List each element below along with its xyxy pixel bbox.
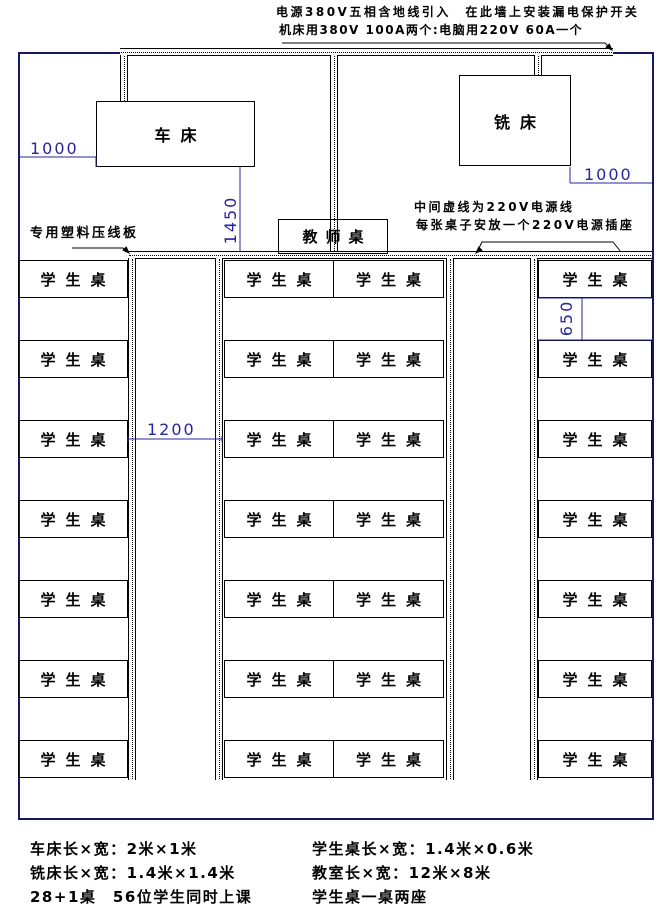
lathe-label: 车床	[154, 126, 207, 145]
teacher-desk-power-drop-duct	[330, 55, 338, 252]
student-desk: 学生桌	[334, 500, 444, 538]
desk-gap	[334, 698, 444, 740]
power-line-note-line2: 每张桌子安放一个220V电源插座	[416, 218, 635, 232]
student-desk: 学生桌	[538, 660, 652, 698]
student-desk: 学生桌	[224, 740, 334, 778]
desk-gap	[224, 378, 334, 420]
desk-gap	[18, 698, 128, 740]
mill-label: 铣床	[493, 112, 546, 132]
teacher-desk-label: 教师桌	[302, 228, 372, 246]
legend-mill-size: 铣床长×宽：1.4米×1.4米	[30, 864, 236, 882]
desk-column-mid-right: 学生桌学生桌学生桌学生桌学生桌学生桌学生桌	[334, 260, 444, 778]
student-desk: 学生桌	[18, 500, 128, 538]
student-desk: 学生桌	[334, 740, 444, 778]
desk-gap	[18, 378, 128, 420]
desk-gap	[18, 538, 128, 580]
desk-gap	[538, 458, 652, 500]
dim-label-1450: 1450	[220, 195, 240, 245]
mill-power-drop-duct	[534, 55, 542, 76]
student-desk: 学生桌	[18, 660, 128, 698]
student-desk: 学生桌	[224, 340, 334, 378]
student-desk: 学生桌	[538, 740, 652, 778]
student-desk: 学生桌	[224, 420, 334, 458]
power-supply-note-line2: 机床用380V 100A两个:电脑用220V 60A一个	[279, 23, 584, 37]
student-desk: 学生桌	[538, 500, 652, 538]
legend-student-desk-size: 学生桌长×宽：1.4米×0.6米	[312, 840, 535, 858]
dim-label-right-1000: 1000	[584, 165, 633, 184]
legend-seats-per-desk: 学生桌一桌两座	[312, 888, 428, 906]
desk-gap	[538, 538, 652, 580]
desk-column-right: 学生桌学生桌学生桌学生桌学生桌学生桌学生桌	[538, 260, 652, 778]
student-desk: 学生桌	[538, 580, 652, 618]
power-line-note-line1: 中间虚线为220V电源线	[414, 200, 575, 214]
middle-power-duct	[128, 251, 652, 259]
student-desk: 学生桌	[334, 260, 444, 298]
student-desk: 学生桌	[18, 740, 128, 778]
desk-gap	[538, 618, 652, 660]
student-desk: 学生桌	[18, 420, 128, 458]
desk-gap	[18, 298, 128, 340]
legend-room-size: 教室长×宽：12米×8米	[312, 864, 492, 882]
dim-label-650: 650	[556, 299, 576, 337]
student-desk: 学生桌	[334, 660, 444, 698]
right-column-power-duct	[530, 258, 538, 780]
student-desk: 学生桌	[18, 340, 128, 378]
mid-right-power-duct	[446, 258, 454, 780]
desk-gap	[224, 458, 334, 500]
student-desk: 学生桌	[224, 580, 334, 618]
student-desk: 学生桌	[334, 580, 444, 618]
dim-label-1200: 1200	[147, 420, 196, 439]
desk-gap	[224, 538, 334, 580]
student-desk: 学生桌	[18, 260, 128, 298]
student-desk: 学生桌	[538, 340, 652, 378]
left-column-power-duct	[128, 258, 136, 780]
desk-column-mid-left: 学生桌学生桌学生桌学生桌学生桌学生桌学生桌	[224, 260, 334, 778]
desk-gap	[538, 698, 652, 740]
desk-gap	[538, 298, 652, 340]
student-desk: 学生桌	[224, 260, 334, 298]
desk-gap	[334, 538, 444, 580]
teacher-desk-box: 教师桌	[278, 219, 388, 254]
mid-left-power-duct	[215, 258, 223, 780]
student-desk: 学生桌	[18, 580, 128, 618]
power-supply-note-line1: 电源380V五相含地线引入 在此墙上安装漏电保护开关	[276, 5, 640, 19]
desk-gap	[538, 378, 652, 420]
student-desk: 学生桌	[224, 500, 334, 538]
desk-column-left: 学生桌学生桌学生桌学生桌学生桌学生桌学生桌	[18, 260, 128, 778]
desk-gap	[18, 458, 128, 500]
desk-gap	[334, 458, 444, 500]
desk-gap	[224, 618, 334, 660]
lathe-power-drop-duct	[120, 55, 128, 102]
lathe-box: 车床	[96, 101, 255, 167]
desk-gap	[224, 298, 334, 340]
student-desk: 学生桌	[334, 340, 444, 378]
desk-gap	[18, 618, 128, 660]
desk-gap	[334, 298, 444, 340]
desk-gap	[224, 698, 334, 740]
desk-gap	[334, 618, 444, 660]
student-desk: 学生桌	[538, 260, 652, 298]
cable-board-note: 专用塑料压线板	[30, 226, 139, 241]
student-desk: 学生桌	[224, 660, 334, 698]
dim-label-left-1000: 1000	[30, 139, 79, 158]
legend-lathe-size: 车床长×宽：2米×1米	[30, 840, 198, 858]
student-desk: 学生桌	[538, 420, 652, 458]
desk-gap	[334, 378, 444, 420]
mill-box: 铣床	[459, 75, 571, 166]
legend-desk-count: 28+1桌 56位学生同时上课	[30, 888, 253, 906]
student-desk: 学生桌	[334, 420, 444, 458]
